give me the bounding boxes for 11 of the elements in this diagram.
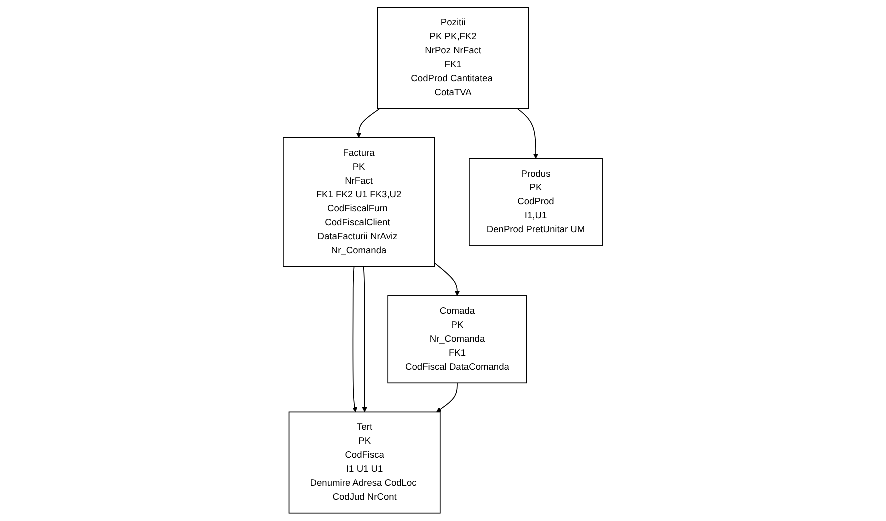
arrow xyxy=(352,266,358,412)
node-box: Comada PK Nr_Comanda FK1 CodFiscal DataComanda xyxy=(388,296,528,384)
arrow xyxy=(434,262,460,296)
node-box: Pozitii PK PK,FK2 NrPoz NrFact FK1 CodProd Cantitatea CotaTVA xyxy=(377,7,530,110)
arrow xyxy=(362,266,368,412)
arrow xyxy=(436,382,458,412)
node-box: Factura PK NrFact FK1 FK2 U1 FK3,U2 CodFiscalFurn CodFiscalClient DataFacturii NrAviz Nr_Comanda xyxy=(283,137,436,268)
node-box: Tert PK CodFisca I1 U1 U1 Denumire Adresa CodLoc CodJud NrCont xyxy=(288,412,441,514)
arrow xyxy=(517,108,539,159)
arrow xyxy=(356,108,380,138)
node-box: Produs PK CodProd I1,U1 DenProd PretUnitar UM xyxy=(469,158,603,246)
